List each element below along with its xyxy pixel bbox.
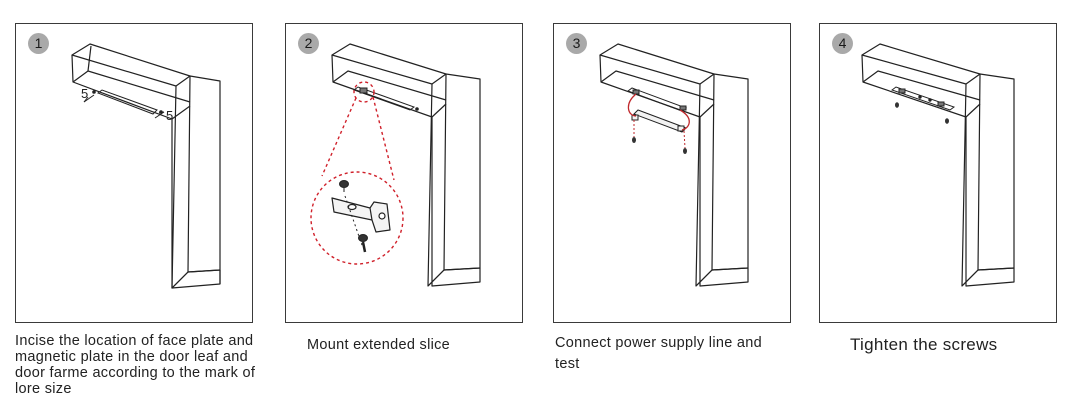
step-1-illustration: 5 5 — [71, 43, 221, 289]
step-1-panel: 1 5 5 — [15, 23, 253, 323]
step-1-caption: Incise the location of face plate and ma… — [15, 333, 256, 397]
dimension-mark-right: 5 — [166, 108, 173, 123]
door-frame-drawing — [71, 43, 221, 289]
step-2-caption: Mount extended slice — [307, 337, 451, 353]
dimension-mark-left: 5 — [81, 86, 88, 101]
step-3-illustration — [599, 43, 749, 287]
tightened-screws — [895, 102, 949, 124]
step-2-illustration — [310, 43, 481, 287]
callout-zoom — [310, 81, 404, 265]
step-2-panel: 2 — [285, 23, 523, 323]
screws — [632, 137, 687, 154]
step-3-number-badge: 3 — [566, 33, 587, 54]
power-wire — [627, 93, 690, 131]
step-3-panel: 3 — [553, 23, 791, 323]
step-4-caption: Tighten the screws — [850, 335, 998, 354]
door-frame-drawing — [331, 43, 481, 287]
door-frame-drawing — [599, 43, 749, 287]
step-4-number-badge: 4 — [832, 33, 853, 54]
lock-body — [631, 109, 687, 133]
screw-detail — [339, 180, 368, 253]
step-2-number-badge: 2 — [298, 33, 319, 54]
extended-slice-on-frame — [352, 86, 419, 111]
door-frame-drawing — [861, 43, 1015, 287]
dimension-arrows — [83, 94, 165, 119]
step-1-number-badge: 1 — [28, 33, 49, 54]
screw-guides — [633, 120, 686, 149]
face-plate-slot — [92, 89, 163, 115]
installed-lock-plate — [890, 86, 956, 111]
step-3-caption: Connect power supply line and test — [555, 335, 762, 372]
bracket-detail — [331, 197, 391, 233]
step-4-panel: 4 — [819, 23, 1057, 323]
step-4-illustration — [861, 43, 1015, 287]
mounted-plate — [626, 87, 688, 112]
